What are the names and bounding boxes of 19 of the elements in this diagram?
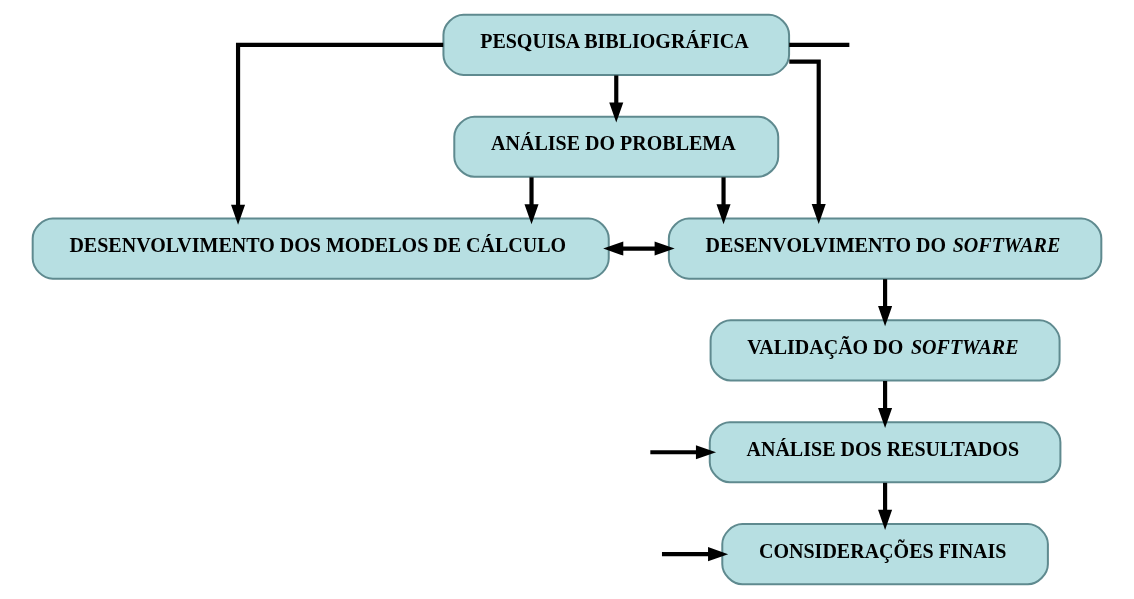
arrow bbox=[524, 177, 539, 225]
connector bbox=[789, 42, 850, 47]
arrow bbox=[231, 42, 444, 225]
node-box: ANÁLISE DO PROBLEMA bbox=[453, 115, 780, 178]
arrow bbox=[662, 547, 729, 562]
arrow bbox=[789, 59, 826, 224]
arrow bbox=[609, 75, 624, 123]
arrow bbox=[650, 445, 716, 460]
node-box: PESQUISA BIBLIOGRÁFICA bbox=[442, 13, 791, 76]
arrow bbox=[603, 241, 675, 256]
arrow bbox=[716, 177, 731, 225]
node-box: CONSIDERAÇÕES FINAIS bbox=[721, 523, 1049, 586]
node-box: ANÁLISE DOS RESULTADOS bbox=[708, 421, 1062, 484]
node-box: DESENVOLVIMENTO DO SOFTWARE bbox=[667, 217, 1103, 280]
arrow bbox=[878, 279, 893, 327]
node-box: DESENVOLVIMENTO DOS MODELOS DE CÁLCULO bbox=[31, 217, 610, 280]
node-box: VALIDAÇÃO DO SOFTWARE bbox=[709, 319, 1061, 382]
arrow bbox=[878, 482, 893, 530]
arrow bbox=[878, 381, 893, 429]
